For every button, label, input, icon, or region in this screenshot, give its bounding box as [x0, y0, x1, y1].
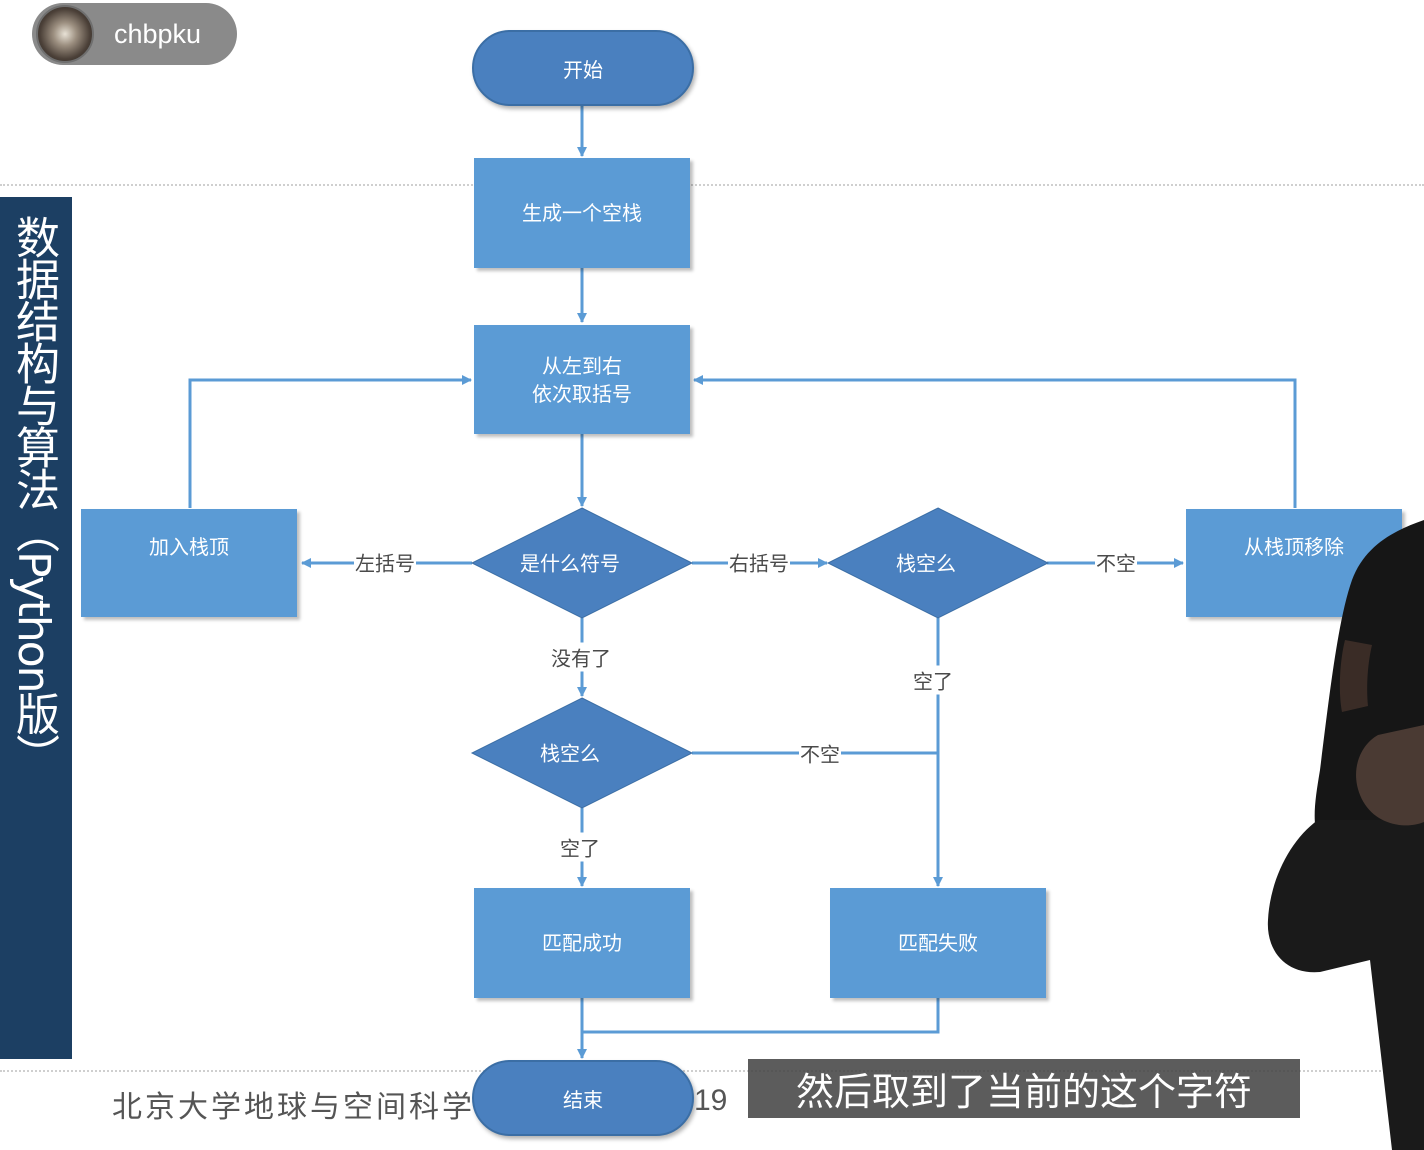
create-stack-label: 生成一个空栈: [522, 201, 642, 225]
stack-empty-2-label: 栈空么: [540, 741, 600, 766]
channel-badge[interactable]: chbpku: [32, 3, 237, 65]
edge-left-paren-label: 左括号: [354, 547, 416, 577]
decision-stack-empty-2-shape: [470, 697, 694, 809]
read-symbol-line2: 依次取括号: [532, 381, 632, 406]
push-label: 加入栈顶: [149, 535, 229, 559]
end-terminal[interactable]: 结束: [472, 1060, 694, 1136]
decision-stack-empty-1-shape: [826, 507, 1050, 619]
video-subtitle: 然后取到了当前的这个字符: [748, 1059, 1300, 1118]
end-label: 结束: [563, 1087, 603, 1112]
top-divider: [0, 184, 1424, 186]
arrow-pop-loop: [693, 375, 1297, 508]
edge-none-left-label: 没有了: [550, 642, 612, 672]
create-stack-box[interactable]: 生成一个空栈: [474, 158, 690, 268]
edge-empty-1-label: 空了: [912, 665, 954, 695]
course-title: 数据结构与算法（Python版）: [8, 215, 59, 776]
edge-empty-2-label: 空了: [559, 832, 601, 862]
subtitle-text: 然后取到了当前的这个字符: [795, 1070, 1252, 1114]
read-symbol-line1: 从左到右: [542, 353, 622, 378]
edge-not-empty-2-label: 不空: [799, 738, 841, 768]
push-box[interactable]: 加入栈顶: [81, 509, 297, 617]
start-terminal[interactable]: 开始: [472, 30, 694, 106]
edge-right-paren-label: 右括号: [728, 547, 790, 577]
match-fail-label: 匹配失败: [898, 931, 978, 955]
read-symbol-box[interactable]: 从左到右 依次取括号: [474, 325, 690, 434]
which-symbol-label: 是什么符号: [520, 551, 620, 576]
stack-empty-1-label: 栈空么: [896, 551, 956, 576]
sidebar-title-panel: 数据结构与算法（Python版）: [0, 197, 72, 1059]
channel-name: chbpku: [114, 18, 202, 49]
page-number: 19: [694, 1084, 728, 1117]
match-fail-box[interactable]: 匹配失败: [830, 888, 1046, 998]
match-success-label: 匹配成功: [542, 931, 622, 955]
footer-institution: 北京大学地球与空间科学: [112, 1090, 475, 1125]
match-success-box[interactable]: 匹配成功: [474, 888, 690, 998]
start-label: 开始: [563, 57, 603, 82]
pop-label: 从栈顶移除: [1244, 535, 1344, 559]
edge-not-empty-1-label: 不空: [1095, 547, 1137, 577]
decision-which-symbol-shape: [470, 507, 694, 619]
bottom-divider: [0, 1070, 1424, 1072]
arrow-push-loop: [188, 375, 472, 508]
channel-avatar: [36, 5, 94, 63]
arrow-fail-to-end: [582, 998, 940, 1034]
